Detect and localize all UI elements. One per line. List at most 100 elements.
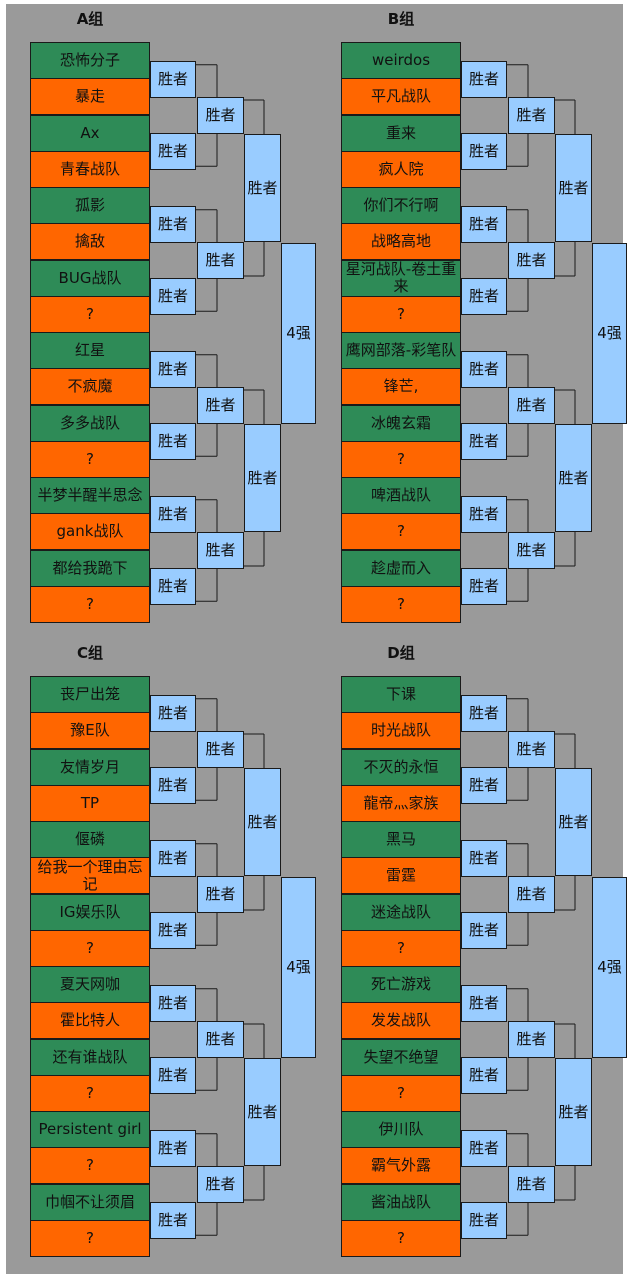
round1-winner-box: 胜者 xyxy=(461,350,507,388)
team-slot[interactable]: gank战队 xyxy=(30,513,150,551)
team-slot[interactable]: 青春战队 xyxy=(30,150,150,188)
team-slot[interactable]: 孤影 xyxy=(30,187,150,224)
team-slot[interactable]: IG娱乐队 xyxy=(30,893,150,931)
team-slot[interactable]: 战略高地 xyxy=(341,223,461,261)
team-slot[interactable]: 你们不行啊 xyxy=(341,187,461,224)
team-slot[interactable]: 友情岁月 xyxy=(30,748,150,786)
team-slot[interactable]: 给我一个理由忘记 xyxy=(30,857,150,895)
team-slot[interactable]: 偃磷 xyxy=(30,821,150,858)
round1-winner-box: 胜者 xyxy=(461,1202,507,1240)
round1-winner-box: 胜者 xyxy=(461,694,507,732)
round1-winner-box: 胜者 xyxy=(461,278,507,316)
round1-winner-box: 胜者 xyxy=(461,839,507,877)
team-slot[interactable]: weirdos xyxy=(341,42,461,79)
group-title: B组 xyxy=(387,10,415,28)
team-slot[interactable]: 冰魄玄霜 xyxy=(341,404,461,442)
round3-winner-box: 胜者 xyxy=(244,134,281,242)
team-slot[interactable]: 红星 xyxy=(30,332,150,369)
final-four-box: 4强 xyxy=(592,242,627,424)
round1-winner-box: 胜者 xyxy=(150,278,196,316)
team-slot[interactable]: BUG战队 xyxy=(30,259,150,297)
team-slot[interactable]: ? xyxy=(341,513,461,551)
final-four-box: 4强 xyxy=(281,242,316,424)
team-slot[interactable]: ? xyxy=(30,295,150,333)
team-slot[interactable]: 霸气外露 xyxy=(341,1147,461,1185)
team-slot[interactable]: 黑马 xyxy=(341,821,461,858)
team-slot[interactable]: 趁虚而入 xyxy=(341,549,461,587)
round2-winner-box: 胜者 xyxy=(197,731,244,768)
team-slot[interactable]: Ax xyxy=(30,114,150,152)
team-slot[interactable]: 都给我跪下 xyxy=(30,549,150,587)
team-slot[interactable]: 锋芒, xyxy=(341,368,461,406)
team-slot[interactable]: ? xyxy=(341,1219,461,1257)
round3-winner-box: 胜者 xyxy=(555,768,592,876)
team-slot[interactable]: Persistent girl xyxy=(30,1111,150,1148)
team-slot[interactable]: 夏天网咖 xyxy=(30,966,150,1003)
team-slot[interactable]: ? xyxy=(30,1147,150,1185)
team-slot[interactable]: 丧尸出笼 xyxy=(30,676,150,713)
team-slot[interactable]: 下课 xyxy=(341,676,461,713)
round1-winner-box: 胜者 xyxy=(150,767,196,805)
round1-winner-box: 胜者 xyxy=(461,423,507,461)
team-slot[interactable]: 豫E队 xyxy=(30,712,150,750)
round1-winner-box: 胜者 xyxy=(461,205,507,243)
team-slot[interactable]: 啤酒战队 xyxy=(341,477,461,514)
group-title: A组 xyxy=(76,10,104,28)
team-slot[interactable]: 发发战队 xyxy=(341,1002,461,1040)
team-slot[interactable]: 失望不绝望 xyxy=(341,1038,461,1076)
team-slot[interactable]: 还有谁战队 xyxy=(30,1038,150,1076)
team-slot[interactable]: 擒敌 xyxy=(30,223,150,261)
round2-winner-box: 胜者 xyxy=(197,1021,244,1058)
team-slot[interactable]: 星河战队-卷土重来 xyxy=(341,259,461,297)
round2-winner-box: 胜者 xyxy=(197,532,244,569)
team-slot[interactable]: 龍帝灬家族 xyxy=(341,784,461,822)
team-slot[interactable]: ? xyxy=(30,440,150,478)
team-slot[interactable]: ? xyxy=(30,1074,150,1112)
round1-winner-box: 胜者 xyxy=(150,205,196,243)
round3-winner-box: 胜者 xyxy=(555,1058,592,1166)
team-slot[interactable]: ? xyxy=(30,585,150,623)
round2-winner-box: 胜者 xyxy=(197,387,244,424)
team-slot[interactable]: 不疯魔 xyxy=(30,368,150,406)
round2-winner-box: 胜者 xyxy=(508,731,555,768)
round3-winner-box: 胜者 xyxy=(244,1058,281,1166)
team-slot[interactable]: 迷途战队 xyxy=(341,893,461,931)
round1-winner-box: 胜者 xyxy=(150,350,196,388)
team-slot[interactable]: 不灭的永恒 xyxy=(341,748,461,786)
round1-winner-box: 胜者 xyxy=(461,767,507,805)
team-slot[interactable]: 鹰网部落-彩笔队 xyxy=(341,332,461,369)
round1-winner-box: 胜者 xyxy=(461,912,507,950)
team-slot[interactable]: 暴走 xyxy=(30,78,150,116)
team-slot[interactable]: ? xyxy=(341,295,461,333)
team-slot[interactable]: 霍比特人 xyxy=(30,1002,150,1040)
team-slot[interactable]: 伊川队 xyxy=(341,1111,461,1148)
team-slot[interactable]: 巾帼不让须眉 xyxy=(30,1183,150,1221)
round1-winner-box: 胜者 xyxy=(150,694,196,732)
team-slot[interactable]: 恐怖分子 xyxy=(30,42,150,79)
team-slot[interactable]: 多多战队 xyxy=(30,404,150,442)
team-slot[interactable]: ? xyxy=(30,929,150,967)
team-slot[interactable]: ? xyxy=(341,929,461,967)
team-slot[interactable]: 疯人院 xyxy=(341,150,461,188)
team-slot[interactable]: 重来 xyxy=(341,114,461,152)
team-slot[interactable]: ? xyxy=(341,1074,461,1112)
round1-winner-box: 胜者 xyxy=(150,912,196,950)
team-slot[interactable]: 雷霆 xyxy=(341,857,461,895)
round1-winner-box: 胜者 xyxy=(150,133,196,171)
team-slot[interactable]: 平凡战队 xyxy=(341,78,461,116)
round2-winner-box: 胜者 xyxy=(508,876,555,913)
team-slot[interactable]: 酱油战队 xyxy=(341,1183,461,1221)
team-slot[interactable]: 死亡游戏 xyxy=(341,966,461,1003)
team-slot[interactable]: TP xyxy=(30,784,150,822)
round2-winner-box: 胜者 xyxy=(197,242,244,279)
team-slot[interactable]: ? xyxy=(30,1219,150,1257)
round1-winner-box: 胜者 xyxy=(150,495,196,533)
team-slot[interactable]: ? xyxy=(341,440,461,478)
round2-winner-box: 胜者 xyxy=(508,532,555,569)
team-slot[interactable]: ? xyxy=(341,585,461,623)
team-slot[interactable]: 半梦半醒半思念 xyxy=(30,477,150,514)
round2-winner-box: 胜者 xyxy=(197,1166,244,1203)
round1-winner-box: 胜者 xyxy=(150,1202,196,1240)
team-slot[interactable]: 时光战队 xyxy=(341,712,461,750)
